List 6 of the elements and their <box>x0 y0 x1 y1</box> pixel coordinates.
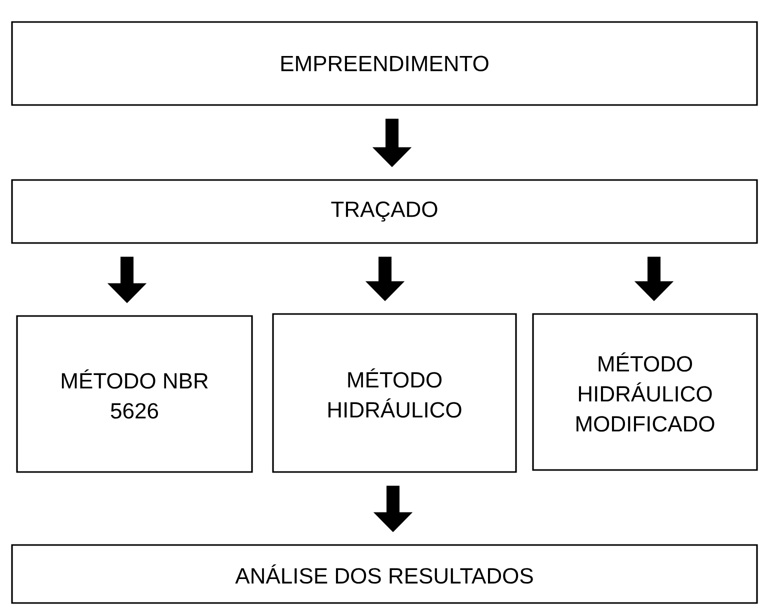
process-box: EMPREENDIMENTO <box>11 21 758 106</box>
process-box: MÉTODO NBR 5626 <box>16 315 253 473</box>
process-box: TRAÇADO <box>11 179 758 244</box>
process-box: MÉTODO HIDRÁULICO <box>272 313 517 473</box>
process-box: MÉTODO HIDRÁULICO MODIFICADO <box>532 313 758 471</box>
process-box: ANÁLISE DOS RESULTADOS <box>11 544 758 604</box>
